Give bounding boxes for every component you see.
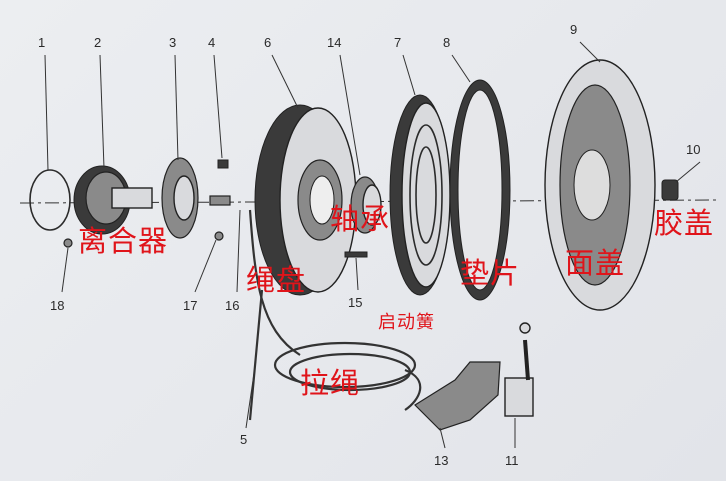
gasket-part [449,79,511,301]
leader-lines [44,41,701,449]
part-number-15: 15 [348,295,363,310]
handle-part [414,322,534,431]
bearing-part [350,176,382,234]
ratchet-part [161,157,199,239]
part-number-16: 16 [225,298,240,313]
part-number-17: 17 [183,298,198,313]
screw-part [214,231,224,241]
part-number-3: 3 [169,35,177,50]
label-clutch: 离合器 [78,224,169,258]
rubber-cap-part [661,179,679,201]
ball-part [63,238,73,248]
spring-housing-part [389,94,451,296]
part-number-18: 18 [50,298,65,313]
shaft-pin-part [209,195,231,206]
part-number-10: 10 [686,142,701,157]
clutch-part [73,165,153,235]
label-gasket: 垫片 [460,256,521,290]
part-number-11: 11 [505,453,519,468]
part-number-8: 8 [443,35,451,50]
label-rubber-cap: 胶盖 [654,206,715,240]
part-number-13: 13 [434,453,449,468]
label-rope-reel: 绳盘 [246,263,307,297]
part-number-9: 9 [570,22,578,37]
cover-part [544,59,656,311]
rope-reel-part [254,104,357,296]
part-number-5: 5 [240,432,248,447]
part-number-6: 6 [264,35,272,50]
label-bearing: 轴承 [330,202,391,236]
key-part [344,251,368,258]
pull-rope-part [248,209,422,421]
part-number-4: 4 [208,35,216,50]
part-number-14: 14 [327,35,342,50]
pin-part [217,159,229,169]
part-number-2: 2 [94,35,102,50]
part-number-1: 1 [38,35,46,50]
snap-ring-part [29,169,71,231]
part-number-7: 7 [394,35,402,50]
label-cover: 面盖 [565,246,626,280]
label-starter-spring: 启动簧 [378,312,435,333]
label-pull-rope: 拉绳 [300,366,361,400]
